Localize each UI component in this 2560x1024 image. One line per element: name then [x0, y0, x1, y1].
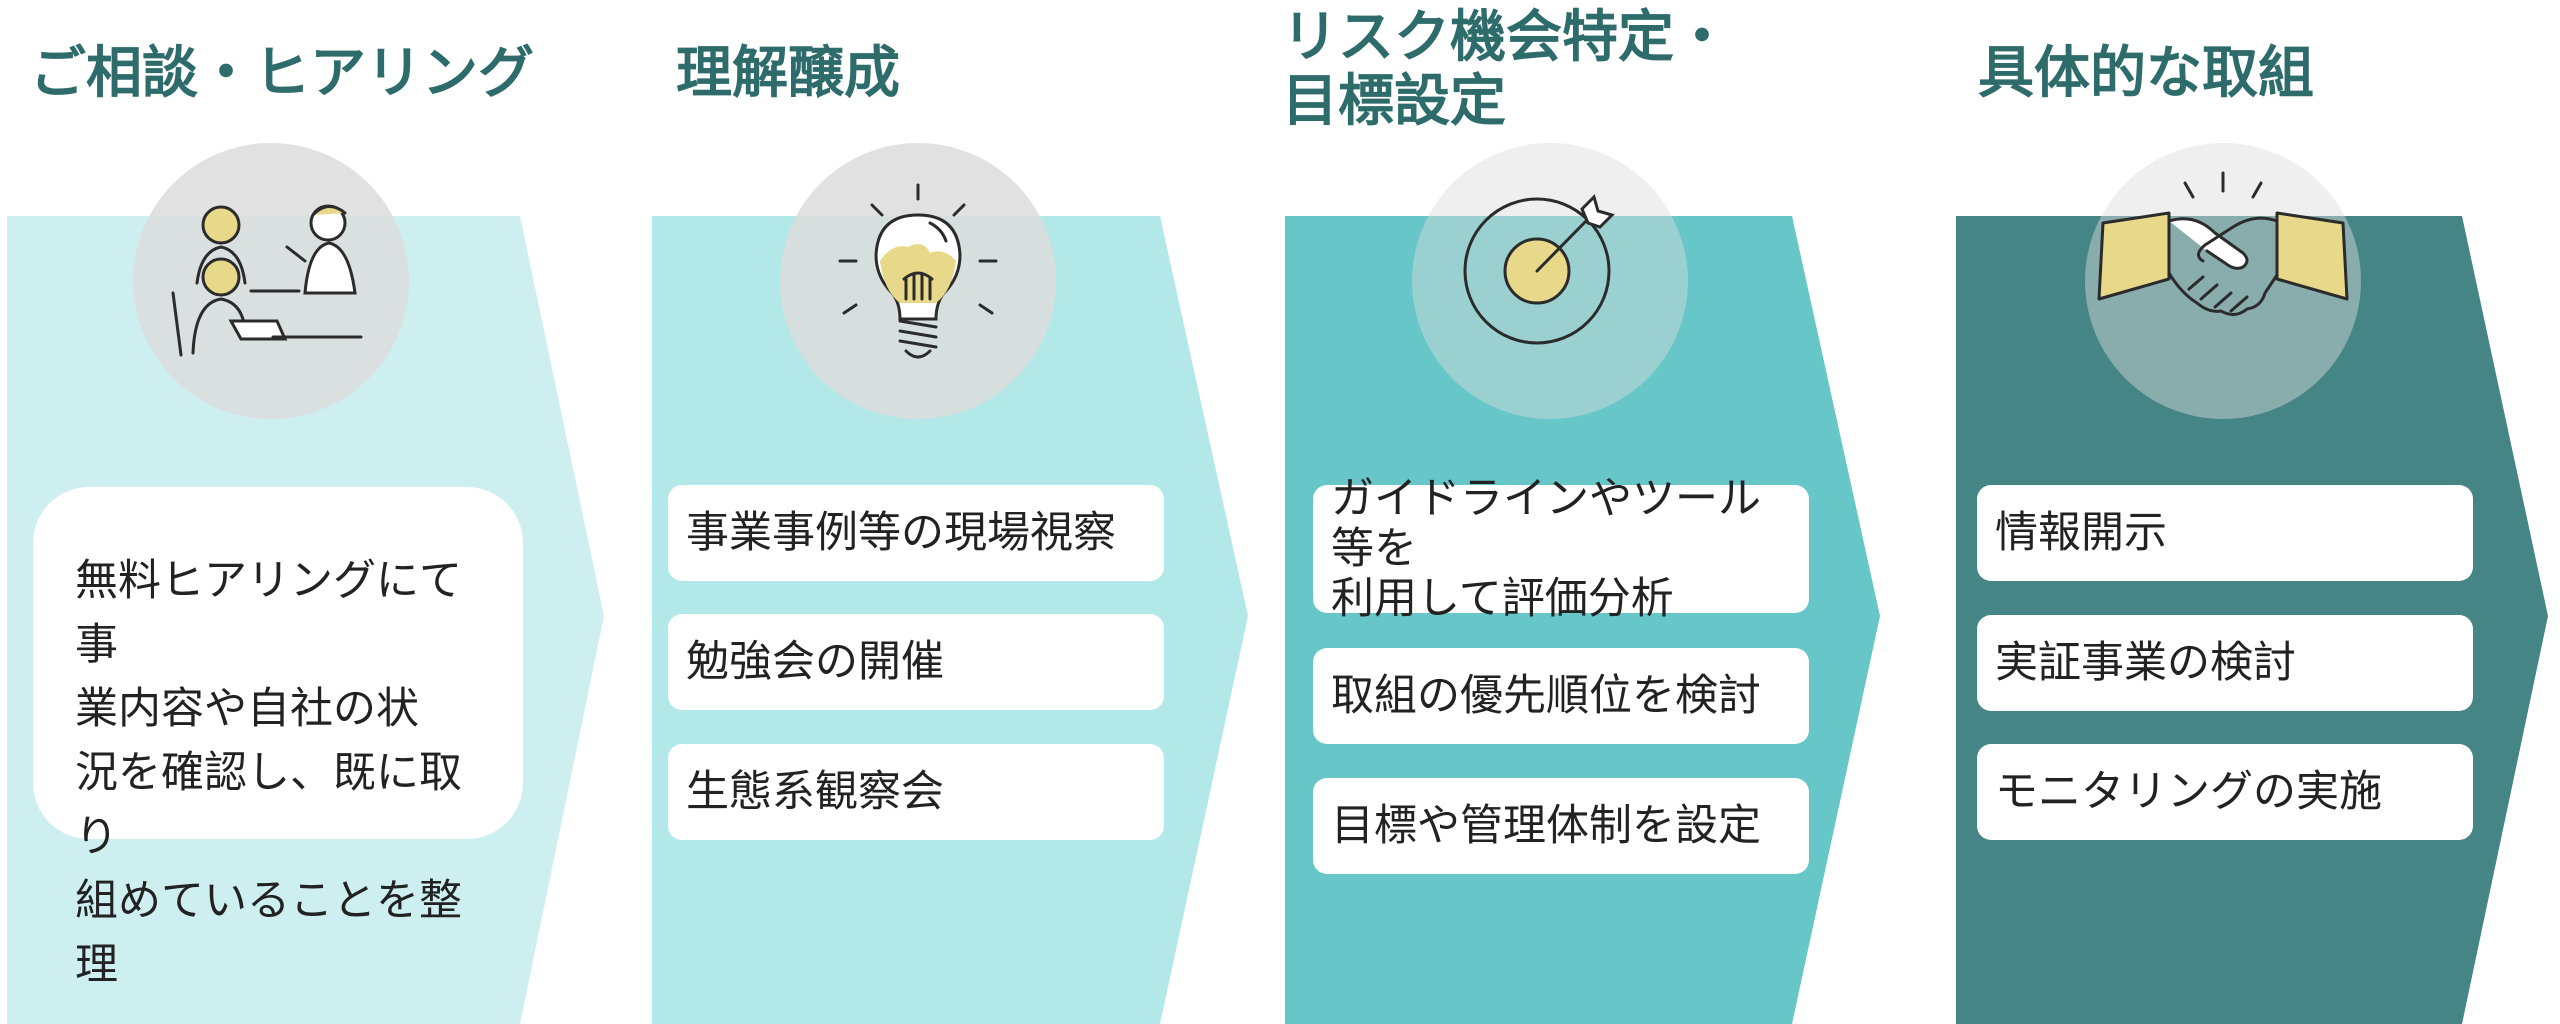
stage-4-title: 具体的な取組	[1978, 41, 2314, 106]
stage-4-item-1: 情報開示	[1995, 508, 2167, 558]
stage-2-item-card: 事業事例等の現場視察	[668, 485, 1164, 581]
stage-2-item-card: 勉強会の開催	[668, 614, 1164, 710]
stage-2-item-1: 事業事例等の現場視察	[686, 508, 1116, 558]
stage-2-item-2: 勉強会の開催	[686, 637, 944, 687]
target-arrow-icon	[1412, 143, 1688, 419]
stage-2-title: 理解醸成	[676, 41, 900, 106]
stage-3-item-card: ガイドラインやツール等を 利用して評価分析	[1313, 474, 1809, 624]
stage-1-note: 無料ヒアリングにて事 業内容や自社の状 況を確認し、既に取り 組めていることを整…	[75, 556, 462, 990]
stage-4-item-card: 情報開示	[1977, 485, 2473, 581]
stage-2-item-card: 生態系観察会	[668, 744, 1164, 840]
stage-3-title: リスク機会特定・ 目標設定	[1282, 5, 1730, 134]
stage-2-item-3: 生態系観察会	[686, 767, 944, 817]
consultation-people-icon	[133, 143, 409, 419]
stage-4-item-card: 実証事業の検討	[1977, 615, 2473, 711]
stage-3-item-1: ガイドラインやツール等を 利用して評価分析	[1331, 474, 1761, 624]
stage-3-item-3: 目標や管理体制を設定	[1331, 801, 1761, 851]
stage-3-item-card: 取組の優先順位を検討	[1313, 648, 1809, 744]
stage-3-item-card: 目標や管理体制を設定	[1313, 778, 1809, 874]
stage-4-item-3: モニタリングの実施	[1995, 767, 2382, 817]
stage-1-note-card: 無料ヒアリングにて事 業内容や自社の状 況を確認し、既に取り 組めていることを整…	[33, 487, 523, 990]
stage-4-item-card: モニタリングの実施	[1977, 744, 2473, 840]
lightbulb-icon	[780, 143, 1056, 419]
stage-1-title: ご相談・ヒアリング	[30, 41, 534, 106]
stage-3-item-2: 取組の優先順位を検討	[1331, 671, 1761, 721]
handshake-icon	[2085, 143, 2361, 419]
stage-4-item-2: 実証事業の検討	[1995, 638, 2296, 688]
